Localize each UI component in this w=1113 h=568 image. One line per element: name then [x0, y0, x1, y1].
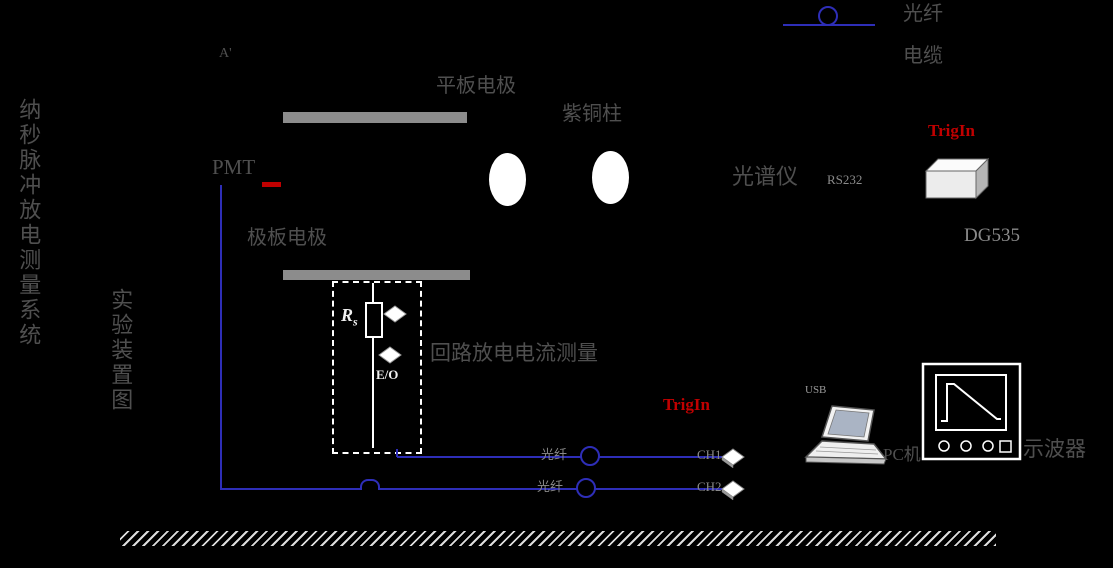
- rs232-label: RS232: [827, 172, 863, 187]
- ch2-fiber-circle: [576, 478, 596, 498]
- ch1-label: CH1: [697, 447, 722, 462]
- trigin-top-label: TrigIn: [928, 121, 975, 140]
- ch1-stub: [396, 449, 398, 457]
- ch1-line: [397, 456, 723, 458]
- shunt-resistor: [365, 302, 383, 338]
- side-caption-sub: 实验装置图: [108, 288, 134, 413]
- ch1-connector: [721, 448, 745, 469]
- oscilloscope-icon: [921, 362, 1022, 461]
- top-electrode-label: 平板电极: [436, 75, 516, 97]
- delay-generator-box: [924, 157, 990, 200]
- resistor-label-main: R: [341, 305, 354, 325]
- pmt-label: PMT: [212, 155, 256, 179]
- legend-fiber-circle: [818, 6, 838, 26]
- laptop-icon: [804, 405, 888, 465]
- ch2-label: CH2: [697, 479, 722, 494]
- trigin-bottom-label: TrigIn: [663, 395, 710, 414]
- legend-cable-label: 电缆: [903, 45, 943, 67]
- pc-label: PC机: [883, 445, 921, 464]
- ch2-connector: [721, 480, 745, 501]
- pmt-cable-vertical: [220, 185, 222, 490]
- bottom-electrode-bar: [283, 270, 470, 280]
- eo-converter-label: E/O: [376, 367, 399, 382]
- pillar-left: [489, 153, 526, 206]
- current-measure-caption: 回路放电电流测量: [430, 341, 598, 365]
- ch1-fiber-label: 光纤: [541, 447, 568, 462]
- ch1-fiber-circle: [580, 446, 600, 466]
- ch2-line: [220, 488, 723, 490]
- pillar-label: 紫铜柱: [562, 103, 622, 125]
- side-caption-main: 纳秒脉冲放电测量系统: [16, 98, 42, 348]
- bottom-electrode-label: 极板电极: [247, 227, 327, 249]
- eo-diamond-bottom: [378, 346, 402, 364]
- resistor-label: Rs: [341, 305, 358, 329]
- ground-plane: [120, 531, 996, 546]
- corner-mark: A': [219, 46, 232, 61]
- pillar-right: [592, 151, 629, 204]
- oscilloscope-label: 示波器: [1023, 437, 1086, 461]
- ch2-fiber-label: 光纤: [537, 479, 564, 494]
- spectrometer-label: 光谱仪: [732, 164, 799, 189]
- resistor-label-sub: s: [353, 314, 358, 329]
- usb-label: USB: [805, 384, 827, 396]
- ch2-crossover-hop: [360, 479, 380, 490]
- pmt-aperture-mark: [262, 182, 281, 187]
- delay-generator-label: DG535: [964, 225, 1020, 246]
- legend-fiber-label: 光纤: [903, 3, 943, 25]
- measure-box-wire: [372, 283, 374, 448]
- top-electrode-bar: [283, 112, 467, 123]
- eo-diamond-top: [383, 305, 407, 323]
